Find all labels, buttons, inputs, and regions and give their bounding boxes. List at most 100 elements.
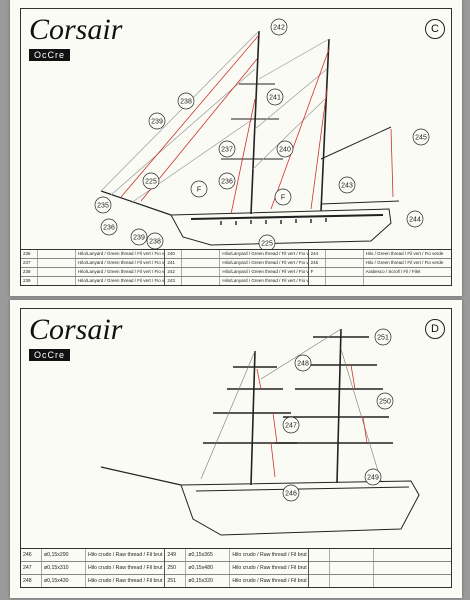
callout-label: 241 <box>269 95 281 102</box>
callout-label: 225 <box>261 241 273 248</box>
callout-label: 225 <box>145 179 157 186</box>
part-no-cell: 250 <box>167 565 176 571</box>
callout-label: 248 <box>297 361 309 368</box>
part-no-cell: 236 <box>23 251 31 256</box>
part-ref-cell <box>328 549 373 561</box>
callout-label: 236 <box>103 225 115 232</box>
part-no-cell: F <box>310 269 314 274</box>
part-no-cell: 238 <box>23 269 31 274</box>
part-no-cell: 241 <box>167 260 175 265</box>
part-desc-cell: Hilo/Lanyard / Green thread / Fil vert /… <box>75 268 164 276</box>
part-no-cell: 244 <box>310 251 319 256</box>
part-no-cell: 249 <box>167 552 176 558</box>
part-ref-cell <box>181 259 219 267</box>
callout-label: F <box>197 187 201 194</box>
part-no-cell <box>309 575 329 587</box>
page-title: Corsair <box>29 313 123 346</box>
part-desc-cell: Hilo/Lanyard / Green thread / Fil vert /… <box>219 268 308 276</box>
callout-label: 246 <box>285 491 297 498</box>
part-ref-cell <box>181 250 219 258</box>
parts-table-column <box>307 549 451 587</box>
part-desc-cell: Hilo crudo / Raw thread / Fil brut / Fio… <box>229 562 308 574</box>
part-ref-cell <box>324 250 363 258</box>
part-ref-cell <box>324 259 363 267</box>
part-desc-cell: Hilo / Green thread / Fil vert / Fio ver… <box>362 250 451 258</box>
table-row: 243 Hilo/Lanyard / Green thread / Fil ver… <box>165 276 308 285</box>
part-ref-cell <box>37 259 75 267</box>
part-no-cell <box>309 549 329 561</box>
part-ref-cell <box>328 562 373 574</box>
part-desc-cell: Hilo crudo / Raw thread / Fil brut / Fio… <box>229 549 308 561</box>
part-ref-cell: ø0,15x320 <box>185 575 229 587</box>
callout-label: 238 <box>180 99 192 106</box>
part-ref-cell <box>37 250 75 258</box>
part-ref-cell <box>324 277 363 285</box>
table-row: 238 Hilo/Lanyard / Green thread / Fil ver… <box>21 267 165 276</box>
part-no-cell: 240 <box>167 251 175 256</box>
callout-label: 245 <box>415 135 427 142</box>
page-title: Corsair <box>29 13 123 46</box>
sheet-frame: Corsair OcCre D <box>20 308 452 588</box>
part-no-cell: 246 <box>23 552 32 558</box>
callout-label: 244 <box>409 217 421 224</box>
callout-label: 247 <box>285 423 297 430</box>
part-desc-cell: Hilo/Lanyard / Green thread / Fil vert /… <box>219 277 308 285</box>
table-row <box>309 549 451 561</box>
part-desc-cell: Arabesco / Scroll / Fil / Filet <box>362 268 451 276</box>
table-row: 240 Hilo/Lanyard / Green thread / Fil ver… <box>165 250 308 258</box>
instruction-sheet-d: Corsair OcCre D <box>10 300 462 598</box>
instruction-sheet-c: Corsair OcCre C <box>10 0 462 296</box>
callout-label: 250 <box>379 399 391 406</box>
table-row <box>308 276 451 285</box>
callout-group: 251 248 250 247 249 246 <box>282 328 394 502</box>
part-ref-cell: ø0,15x365 <box>185 549 229 561</box>
part-ref-cell <box>37 268 75 276</box>
callout-label: 237 <box>221 147 233 154</box>
brand-logo: OcCre <box>29 49 71 61</box>
table-row: 242 Hilo/Lanyard / Green thread / Fil ver… <box>165 267 308 276</box>
callout-label: 243 <box>341 183 353 190</box>
part-ref-cell <box>181 268 219 276</box>
part-ref-cell <box>37 277 75 285</box>
callout-label: 242 <box>273 25 285 32</box>
part-desc-cell <box>372 549 451 561</box>
callout-label: 239 <box>151 119 163 126</box>
callout-label: 236 <box>221 179 233 186</box>
part-ref-cell: ø0,15x480 <box>185 562 229 574</box>
part-no-cell: 243 <box>167 278 175 283</box>
sheet-letter-badge: C <box>425 19 445 39</box>
brand-logo: OcCre <box>29 349 71 361</box>
callout-label: 239 <box>133 235 145 242</box>
part-desc-cell: Hilo/Lanyard / Green thread / Fil vert /… <box>75 277 164 285</box>
part-no-cell <box>309 277 325 285</box>
sheet-frame: Corsair OcCre C <box>20 8 452 286</box>
callout-label: F <box>281 195 285 202</box>
part-ref-cell <box>181 277 219 285</box>
table-row <box>308 561 451 574</box>
ship-rigging-diagram-c: 242 238 239 241 237 240 245 236 243 225 <box>94 18 430 252</box>
part-no-cell: 239 <box>23 278 31 283</box>
part-ref-cell <box>324 268 363 276</box>
sheet-letter-badge: D <box>425 319 445 339</box>
callout-group: 242 238 239 241 237 240 245 236 243 225 <box>94 18 430 252</box>
part-desc-cell <box>372 562 451 574</box>
part-desc-cell: Hilo crudo / Raw thread / Fil brut / Fio… <box>85 562 164 574</box>
parts-table-column: 244 Hilo / Green thread / Fil vert / Fio … <box>307 250 451 285</box>
part-desc-cell: Hilo/Lanyard / Green thread / Fil vert /… <box>219 250 308 258</box>
table-row: 239 Hilo/Lanyard / Green thread / Fil ver… <box>21 276 165 285</box>
part-no-cell: 237 <box>23 260 31 265</box>
part-no-cell <box>309 562 329 574</box>
part-ref-cell: ø0,15x310 <box>41 562 85 574</box>
part-desc-cell: Hilo/Lanyard / Green thread / Fil vert /… <box>75 259 164 267</box>
part-no-cell: 242 <box>167 269 175 274</box>
